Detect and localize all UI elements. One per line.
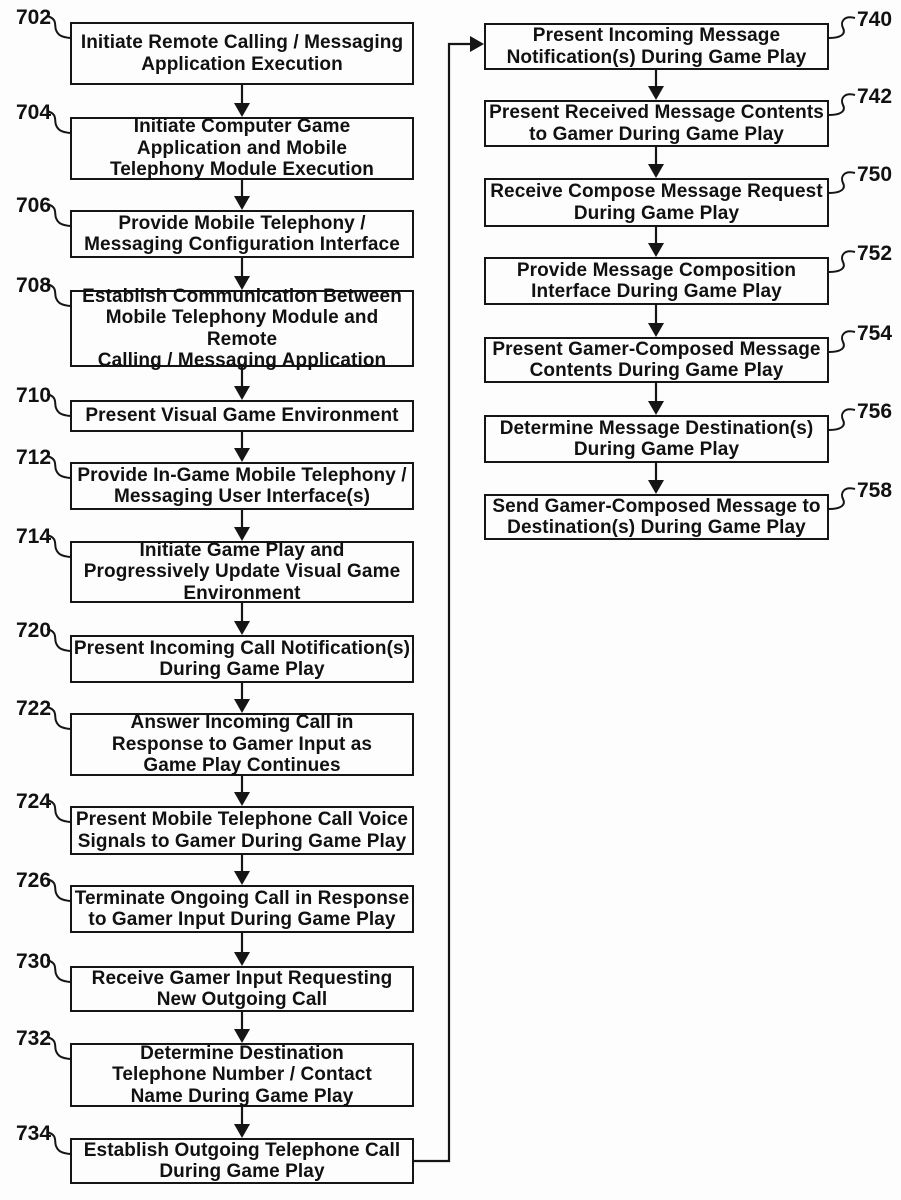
ref-leaders-right: [828, 16, 856, 510]
ref-label-702: 702: [16, 6, 52, 29]
arrow-head: [648, 243, 664, 257]
arrow-head: [648, 86, 664, 100]
leader-line: [828, 487, 856, 510]
ref-label-734: 734: [16, 1122, 52, 1145]
ref-label-732: 732: [16, 1027, 52, 1050]
leader-line: [46, 959, 71, 983]
leader-line: [828, 330, 856, 353]
ref-label-722: 722: [16, 697, 52, 720]
arrow-head: [234, 1029, 250, 1043]
arrow-head: [234, 448, 250, 462]
ref-label-724: 724: [16, 790, 52, 813]
leader-line: [46, 799, 71, 823]
ref-label-726: 726: [16, 869, 52, 892]
leader-line: [46, 110, 71, 134]
flow-step-714: Initiate Game Play and Progressively Upd…: [70, 540, 414, 604]
flow-step-720: Present Incoming Call Notification(s) Du…: [70, 635, 414, 683]
flow-step-734: Establish Outgoing Telephone Call During…: [70, 1138, 414, 1184]
flow-step-722: Answer Incoming Call in Response to Game…: [70, 712, 414, 776]
flow-step-756: Determine Message Destination(s) During …: [484, 415, 829, 463]
flow-step-754: Present Gamer-Composed Message Contents …: [484, 337, 829, 383]
flow-step-726: Terminate Ongoing Call in Response to Ga…: [70, 885, 414, 933]
ref-label-706: 706: [16, 194, 52, 217]
leader-line: [46, 203, 71, 227]
flow-step-752: Provide Message Composition Interface Du…: [484, 257, 829, 305]
connector-734-to-740: [414, 36, 484, 1163]
arrow-head: [234, 699, 250, 713]
flow-step-710: Present Visual Game Environment: [70, 400, 414, 432]
arrow-head: [234, 952, 250, 966]
leader-line: [46, 706, 71, 730]
leader-line: [46, 534, 71, 558]
ref-label-730: 730: [16, 950, 52, 973]
ref-label-756: 756: [857, 400, 893, 423]
ref-label-704: 704: [16, 101, 52, 124]
ref-label-758: 758: [857, 479, 893, 502]
flow-step-724: Present Mobile Telephone Call Voice Sign…: [70, 806, 414, 855]
arrow-head: [234, 1124, 250, 1138]
ref-label-742: 742: [857, 85, 893, 108]
leader-line: [46, 283, 71, 307]
arrow-head: [648, 323, 664, 337]
flow-step-706: Provide Mobile Telephony / Messaging Con…: [70, 210, 414, 258]
leader-line: [46, 393, 71, 417]
arrow-head: [470, 36, 484, 52]
flow-step-742: Present Received Message Contents to Gam…: [484, 100, 829, 147]
arrow-head: [648, 480, 664, 494]
leader-line: [828, 16, 856, 39]
ref-label-754: 754: [857, 322, 893, 345]
arrow-head: [234, 276, 250, 290]
ref-leaders-left: [46, 15, 71, 1155]
flow-step-730: Receive Gamer Input Requesting New Outgo…: [70, 966, 414, 1012]
down-arrows-right: [648, 70, 664, 494]
arrow-head: [234, 103, 250, 117]
arrow-head: [234, 527, 250, 541]
leader-line: [46, 628, 71, 652]
arrow-head: [648, 164, 664, 178]
arrow-head: [234, 621, 250, 635]
leader-line: [828, 93, 856, 116]
ref-label-714: 714: [16, 525, 52, 548]
arrow-head: [234, 871, 250, 885]
ref-label-710: 710: [16, 384, 52, 407]
flow-step-758: Send Gamer-Composed Message to Destinati…: [484, 494, 829, 540]
leader-line: [46, 1131, 71, 1155]
flow-step-732: Determine Destination Telephone Number /…: [70, 1043, 414, 1107]
flow-step-740: Present Incoming Message Notification(s)…: [484, 23, 829, 70]
ref-label-750: 750: [857, 163, 893, 186]
flow-step-712: Provide In-Game Mobile Telephony / Messa…: [70, 462, 414, 510]
leader-line: [46, 878, 71, 902]
leader-line: [46, 1036, 71, 1060]
leader-line: [46, 455, 71, 479]
connector-path: [414, 42, 471, 1163]
ref-label-740: 740: [857, 8, 893, 31]
leader-line: [46, 15, 71, 39]
arrow-head: [234, 792, 250, 806]
flow-step-708: Establish Communication Between Mobile T…: [70, 286, 414, 371]
down-arrows-left: [234, 85, 250, 1138]
leader-line: [828, 408, 856, 431]
leader-line: [828, 250, 856, 273]
arrow-head: [234, 386, 250, 400]
flow-step-750: Receive Compose Message Request During G…: [484, 178, 829, 227]
ref-label-708: 708: [16, 274, 52, 297]
flow-step-704: Initiate Computer Game Application and M…: [70, 116, 414, 180]
arrow-head: [648, 401, 664, 415]
leader-line: [828, 171, 856, 194]
ref-label-752: 752: [857, 242, 893, 265]
ref-label-712: 712: [16, 446, 52, 469]
flow-step-702: Initiate Remote Calling / Messaging Appl…: [70, 22, 414, 85]
arrow-head: [234, 196, 250, 210]
ref-label-720: 720: [16, 619, 52, 642]
